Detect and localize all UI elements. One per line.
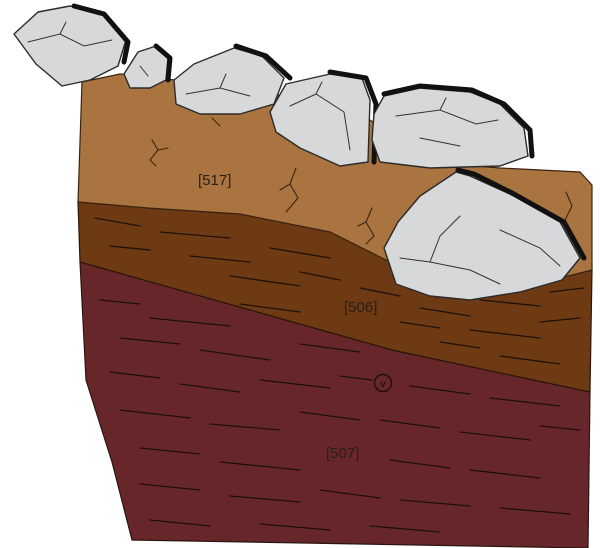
layer-label-517: [517] [198, 172, 231, 189]
stone-5 [372, 88, 528, 168]
find-marker-symbol: v [381, 379, 386, 390]
layer-label-507: [507] [326, 445, 359, 462]
layer-label-506: [506] [344, 299, 377, 316]
